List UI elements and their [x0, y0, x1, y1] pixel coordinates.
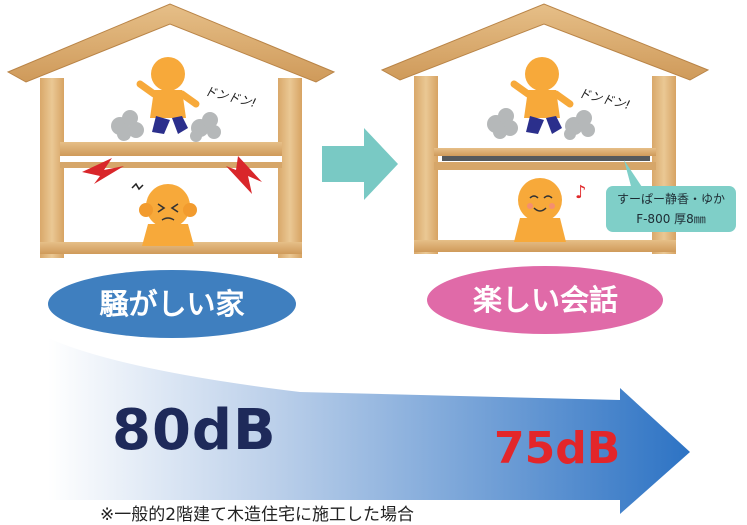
callout-product-name: すーぱー静香・ゆか [616, 192, 725, 206]
oval-right [427, 266, 663, 334]
music-note-icon: ♪ [575, 182, 587, 203]
house-left-icon [6, 3, 336, 258]
before-db-value: 80dB [112, 398, 277, 463]
callout-product-spec: F-800 厚8㎜ [636, 212, 706, 226]
gradient-arrow-icon [48, 338, 690, 514]
oval-left [48, 270, 296, 338]
fun-conversation-label: 楽しい会話 [472, 283, 618, 317]
after-db-value: 75dB [494, 423, 621, 474]
footnote: ※一般的2階建て木造住宅に施工した場合 [100, 505, 415, 525]
product-callout [606, 186, 736, 232]
right-arrow-icon [322, 128, 398, 200]
noisy-house-label: 騒がしい家 [99, 287, 245, 321]
